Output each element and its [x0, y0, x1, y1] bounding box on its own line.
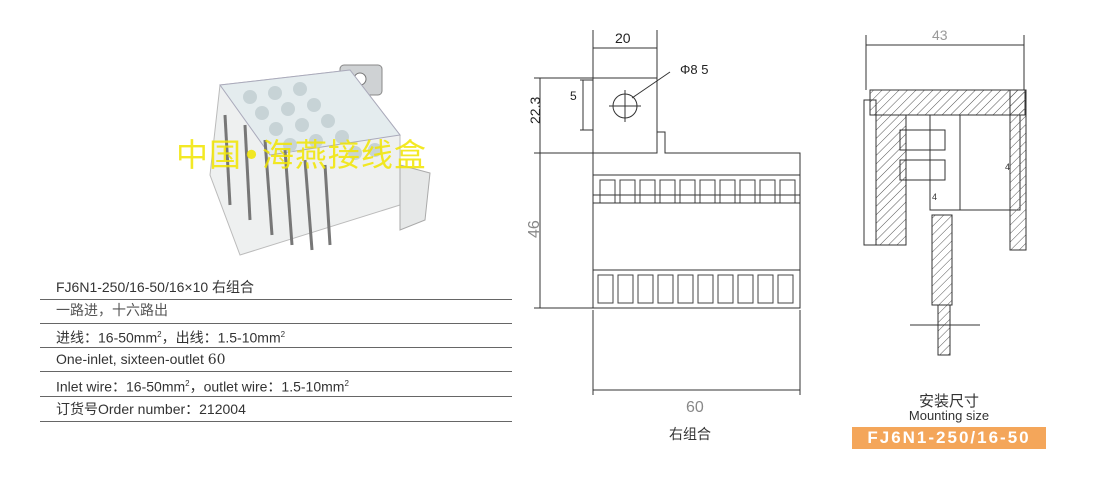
sup: 2	[157, 330, 162, 339]
dim-60: 60	[686, 399, 704, 416]
dim-22: 22.3	[527, 97, 543, 124]
order-text: 订货号Order number：212004	[56, 401, 246, 417]
mounting-caption-cn: 安装尺寸	[918, 393, 979, 410]
wire-out-en: ，outlet wire：1.5-10mm	[189, 378, 345, 395]
wire-in-en: Inlet wire：16-50mm	[56, 378, 186, 395]
sup: 2	[185, 379, 190, 388]
mark-4a: 4	[1005, 162, 1010, 172]
desc-en-text: One-inlet, sixteen-outlet	[56, 351, 204, 367]
side-drawing: 43 4 4	[863, 27, 1027, 356]
mark-4b: 4	[932, 192, 937, 202]
spec-wire-cn: 进线：16-50mm2，出线：1.5-10mm2	[40, 324, 512, 348]
wire-out-cn: ，出线：1.5-10mm	[161, 329, 281, 346]
spec-model: FJ6N1-250/16-50/16×10 右组合	[40, 276, 512, 300]
dim-5: 5	[570, 89, 577, 103]
wire-in-cn: 进线：16-50mm	[56, 329, 158, 346]
model-text: FJ6N1-250/16-50/16×10 右组合	[56, 279, 255, 295]
front-drawing: 20 Φ8 5 5 22.3 46 60	[526, 30, 801, 416]
dim-top: 20	[615, 30, 631, 46]
spec-desc-en: One-inlet, sixteen-outlet 60	[40, 348, 512, 372]
spec-order: 订货号Order number：212004	[40, 398, 512, 422]
spec-desc-cn: 一路进，十六路出	[40, 300, 512, 324]
front-caption: 右组合	[669, 426, 711, 442]
dim-43: 43	[932, 27, 948, 43]
desc-cn-text: 一路进，十六路出	[56, 303, 168, 319]
model-badge: FJ6N1-250/16-50	[852, 427, 1046, 449]
watermark-text: 中国•海燕接线盒	[176, 136, 427, 174]
mounting-caption-en: Mounting size	[908, 408, 990, 423]
desc-en-suffix: 60	[207, 352, 226, 368]
sup: 2	[344, 379, 349, 388]
dim-hole: Φ8 5	[680, 62, 708, 77]
spec-wire-en: Inlet wire：16-50mm2，outlet wire：1.5-10mm…	[40, 373, 512, 397]
dim-46: 46	[526, 220, 543, 238]
product-photo	[209, 64, 431, 256]
sup: 2	[280, 330, 286, 339]
